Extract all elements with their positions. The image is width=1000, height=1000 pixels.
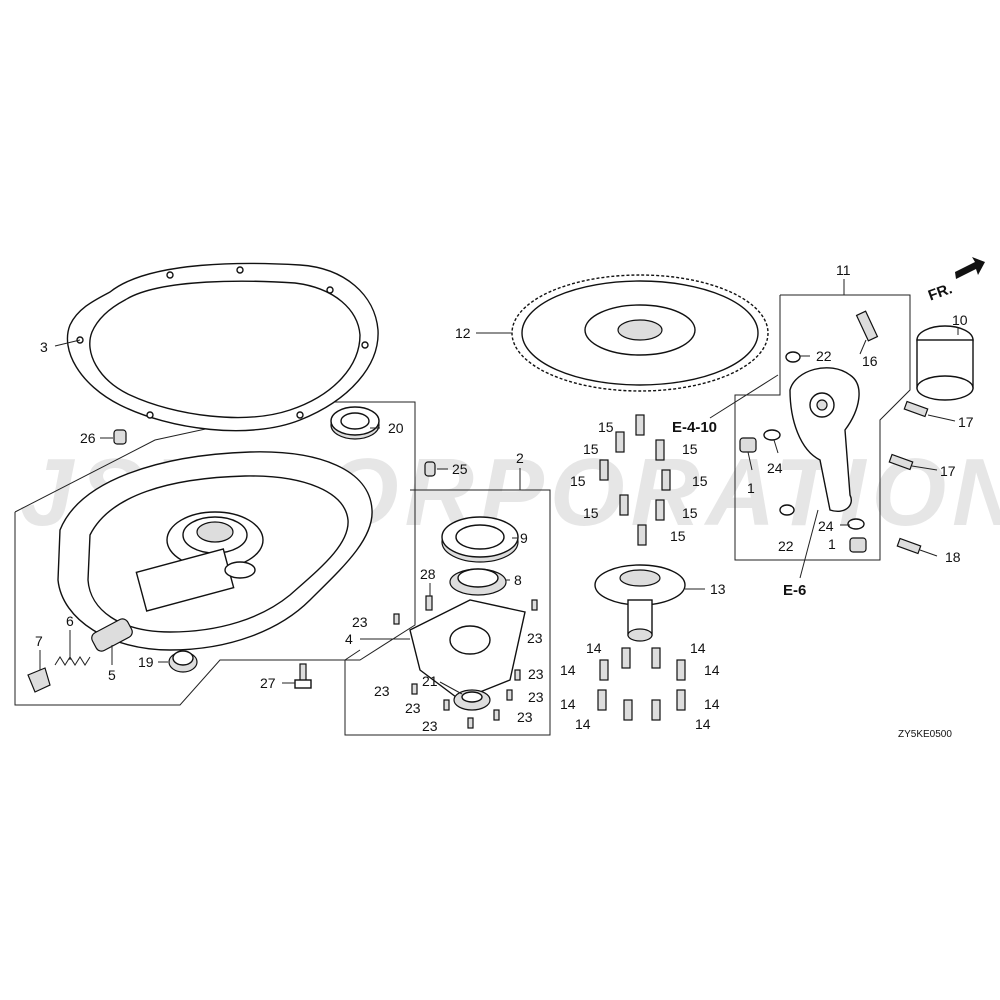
label-part-2: 2	[516, 450, 524, 466]
bolt-part-18[interactable]	[896, 537, 922, 555]
bolt-part-27[interactable]	[294, 663, 312, 689]
label-part-15-c: 15	[682, 441, 698, 457]
label-part-27: 27	[260, 675, 276, 691]
part-number-labels: 3 26 20 25 7 6 5 19 27 2 9 8 28 4 21 23 …	[35, 262, 974, 734]
label-part-20: 20	[388, 420, 404, 436]
plug-part-7[interactable]	[27, 667, 51, 693]
label-part-17-b: 17	[940, 463, 956, 479]
flywheel-part-12[interactable]	[511, 274, 769, 392]
label-part-14-h: 14	[695, 716, 711, 732]
label-part-25: 25	[452, 461, 468, 477]
label-part-14-c: 14	[560, 662, 576, 678]
label-part-9: 9	[520, 530, 528, 546]
bolt-part-17-top[interactable]	[903, 400, 929, 418]
label-part-14-d: 14	[704, 662, 720, 678]
label-part-8: 8	[514, 572, 522, 588]
spring-part-6[interactable]	[54, 656, 91, 666]
oil-seal-part-21[interactable]	[453, 689, 491, 711]
oil-seal-part-20[interactable]	[330, 406, 380, 440]
bolt-part-1-bottom[interactable]	[849, 537, 867, 553]
label-part-15-e: 15	[692, 473, 708, 489]
label-part-15-a: 15	[598, 419, 614, 435]
label-part-4: 4	[345, 631, 353, 647]
label-part-22-b: 22	[778, 538, 794, 554]
pin-part-28[interactable]	[425, 595, 433, 611]
label-part-23-d: 23	[528, 689, 544, 705]
group-frame-oil-pump	[344, 489, 551, 736]
label-part-5: 5	[108, 667, 116, 683]
dowel-pin-part-25[interactable]	[424, 461, 436, 477]
gasket-part-3[interactable]	[66, 262, 379, 432]
label-part-23-f: 23	[405, 700, 421, 716]
label-part-7: 7	[35, 633, 43, 649]
label-part-23-c: 23	[528, 666, 544, 682]
oil-filter-case-part-11[interactable]	[789, 367, 860, 512]
label-part-10: 10	[952, 312, 968, 328]
oil-filter-part-10[interactable]	[916, 325, 974, 401]
label-part-19: 19	[138, 654, 154, 670]
stud-part-16[interactable]	[855, 310, 879, 342]
label-part-18: 18	[945, 549, 961, 565]
valve-part-5[interactable]	[90, 617, 135, 653]
leader-lines	[39, 279, 959, 695]
label-part-6: 6	[66, 613, 74, 629]
label-part-15-f: 15	[583, 505, 599, 521]
label-part-3: 3	[40, 339, 48, 355]
label-part-21: 21	[422, 673, 438, 689]
screw-part-23-set[interactable]	[393, 599, 538, 729]
case-housing[interactable]	[57, 451, 373, 651]
front-direction-arrow	[955, 257, 985, 279]
label-part-14-f: 14	[704, 696, 720, 712]
bolt-part-15-set[interactable]	[599, 414, 671, 546]
label-part-11: 11	[836, 262, 851, 278]
rotor-part-8[interactable]	[449, 568, 507, 596]
label-part-23-h: 23	[517, 709, 533, 725]
label-part-15-b: 15	[583, 441, 599, 457]
bolt-part-1-top[interactable]	[739, 437, 757, 453]
bolt-part-14-set[interactable]	[597, 647, 686, 721]
label-part-1-b: 1	[828, 536, 836, 552]
label-part-15-d: 15	[570, 473, 586, 489]
label-part-16: 16	[862, 353, 878, 369]
label-part-1-a: 1	[747, 480, 755, 496]
reference-e-6: E-6	[783, 582, 806, 599]
diagram-code: ZY5KE0500	[898, 729, 952, 740]
washer-part-22-top[interactable]	[785, 351, 801, 363]
pump-cover-part-4[interactable]	[409, 599, 526, 701]
front-label: FR.	[926, 280, 955, 304]
label-part-15-g: 15	[682, 505, 698, 521]
dowel-pin-part-26[interactable]	[113, 429, 127, 445]
label-part-14-a: 14	[586, 640, 602, 656]
label-part-23-b: 23	[527, 630, 543, 646]
plug-part-19[interactable]	[168, 650, 198, 673]
reference-labels: E-4-10 E-6 FR.	[672, 280, 955, 599]
label-part-23-g: 23	[422, 718, 438, 734]
group-frame-oil-filter-case	[734, 294, 911, 561]
label-part-23-e: 23	[374, 683, 390, 699]
label-part-14-b: 14	[690, 640, 706, 656]
label-part-24-a: 24	[767, 460, 783, 476]
label-part-26: 26	[80, 430, 96, 446]
drive-flange-part-13[interactable]	[594, 564, 686, 642]
label-part-13: 13	[710, 581, 726, 597]
washer-part-24-top[interactable]	[763, 429, 781, 441]
bolt-part-17-bottom[interactable]	[888, 453, 914, 471]
washer-part-24-bottom[interactable]	[847, 518, 865, 530]
washer-part-22-bottom[interactable]	[779, 504, 795, 516]
label-part-22-a: 22	[816, 348, 832, 364]
label-part-28: 28	[420, 566, 436, 582]
label-part-23-a: 23	[352, 614, 368, 630]
rotor-part-9[interactable]	[441, 516, 519, 563]
label-part-14-g: 14	[575, 716, 591, 732]
label-part-12: 12	[455, 325, 471, 341]
label-part-24-b: 24	[818, 518, 834, 534]
reference-e-4-10: E-4-10	[672, 419, 717, 436]
label-part-14-e: 14	[560, 696, 576, 712]
label-part-17-a: 17	[958, 414, 974, 430]
label-part-15-h: 15	[670, 528, 686, 544]
